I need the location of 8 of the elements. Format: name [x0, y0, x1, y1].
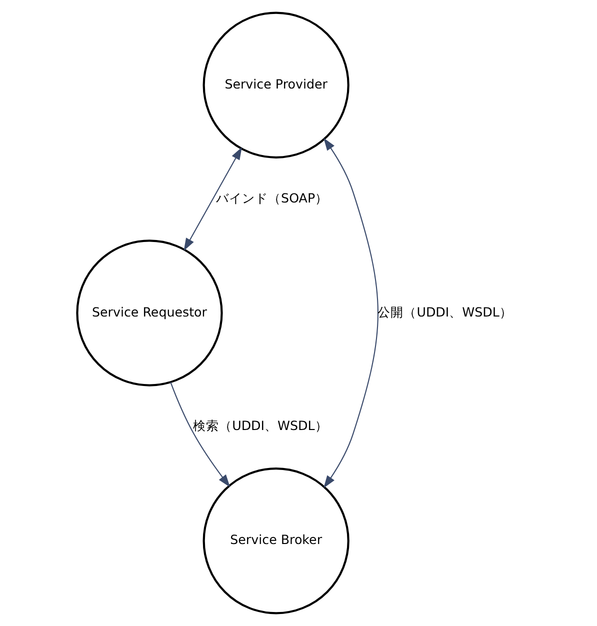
edge-label: 検索（UDDI、WSDL）: [193, 418, 328, 434]
node-circle: Service Broker: [202, 468, 350, 614]
edge-label: バインド（SOAP）: [216, 190, 328, 206]
arrow: [170, 382, 230, 488]
arrow: [184, 147, 242, 251]
node-circle: Service Requestor: [76, 240, 223, 386]
arrow: [324, 138, 378, 488]
node-circle: Service Provider: [202, 12, 350, 158]
